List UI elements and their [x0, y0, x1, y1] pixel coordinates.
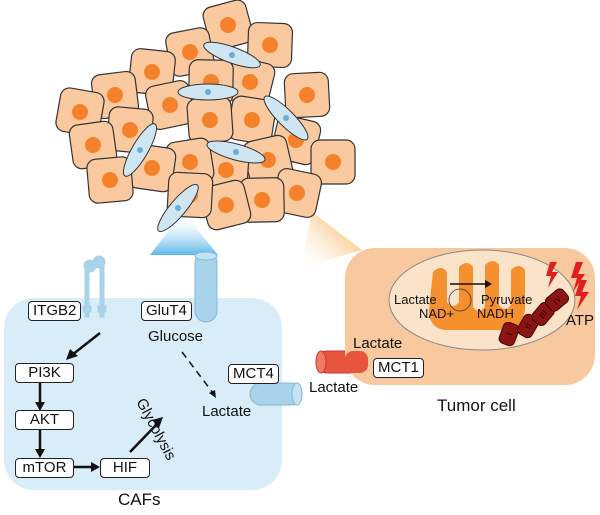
atp-label: ATP — [566, 312, 595, 329]
cell-nucleus — [85, 137, 101, 153]
cell-nucleus — [182, 154, 198, 170]
glut4-transporter-icon — [194, 251, 218, 323]
fibroblast-nucleus — [175, 205, 181, 211]
nad-label: NAD+ — [419, 306, 455, 321]
arrowheads — [35, 349, 216, 472]
fibroblast-nucleus — [233, 149, 239, 155]
mct1-label: MCT1 — [373, 358, 424, 378]
tumor-title: Tumor cell — [437, 396, 516, 415]
cell-nucleus — [299, 87, 315, 103]
complex-IV: IV — [544, 288, 570, 312]
mtor-node: mTOR — [15, 458, 74, 478]
caf-lactate-label: Lactate — [202, 403, 252, 420]
hif-node: HIF — [100, 458, 150, 478]
cell-nucleus — [289, 185, 305, 201]
cell-nucleus — [244, 112, 260, 128]
fibroblast-nucleus — [229, 52, 235, 58]
svg-text:II: II — [523, 321, 534, 330]
fibroblast-nucleus — [137, 147, 143, 153]
itgb2-receptor-icon — [82, 255, 107, 318]
mct4-transporter-icon — [249, 382, 303, 406]
caf-cell — [4, 298, 282, 490]
cell-nucleus — [218, 162, 234, 178]
akt-node: AKT — [15, 410, 74, 430]
cell-nucleus — [202, 112, 218, 128]
glucose-label: Glucose — [148, 328, 204, 345]
mct4-label: MCT4 — [228, 364, 279, 384]
atp-bolt-icons — [546, 262, 589, 310]
cell-nucleus — [325, 154, 341, 170]
signaling-arrows — [38, 332, 214, 469]
itgb2-label: ITGB2 — [28, 301, 82, 321]
complex-I: I — [498, 321, 520, 347]
cell-nucleus — [220, 17, 236, 33]
tumor-zoom-cone — [300, 212, 362, 268]
tissue-cluster — [55, 0, 356, 233]
cell-nucleus — [162, 97, 178, 113]
glut4-label: GluT4 — [141, 301, 192, 321]
mitochondrial-cristae — [429, 261, 525, 331]
fibroblast-nucleus — [205, 89, 211, 95]
cell-nucleus — [102, 172, 118, 188]
cell-nucleus — [72, 104, 88, 120]
secreted-lactate-label: Lactate — [309, 379, 359, 396]
mito-lactate-label: Lactate — [394, 292, 437, 307]
cell-nucleus — [144, 64, 160, 80]
cell-nucleus — [254, 192, 270, 208]
cell-nucleus — [107, 87, 123, 103]
cell-nucleus — [182, 44, 198, 60]
nadh-label: NADH — [477, 306, 514, 321]
cell-nucleus — [144, 160, 160, 176]
cell-nucleus — [262, 37, 278, 53]
cell-nucleus — [242, 74, 258, 90]
complex-III: III — [531, 301, 555, 327]
caf-title: CAFs — [118, 490, 161, 509]
cell-nucleus — [218, 197, 234, 213]
caf-zoom-cone — [150, 212, 218, 255]
pyruvate-label: Pyruvate — [481, 292, 533, 307]
pi3k-node: PI3K — [15, 363, 74, 383]
fibroblast-nucleus — [283, 115, 289, 121]
svg-text:I: I — [505, 331, 514, 337]
imported-lactate-label: Lactate — [353, 335, 403, 352]
cell-nucleus — [122, 122, 138, 138]
